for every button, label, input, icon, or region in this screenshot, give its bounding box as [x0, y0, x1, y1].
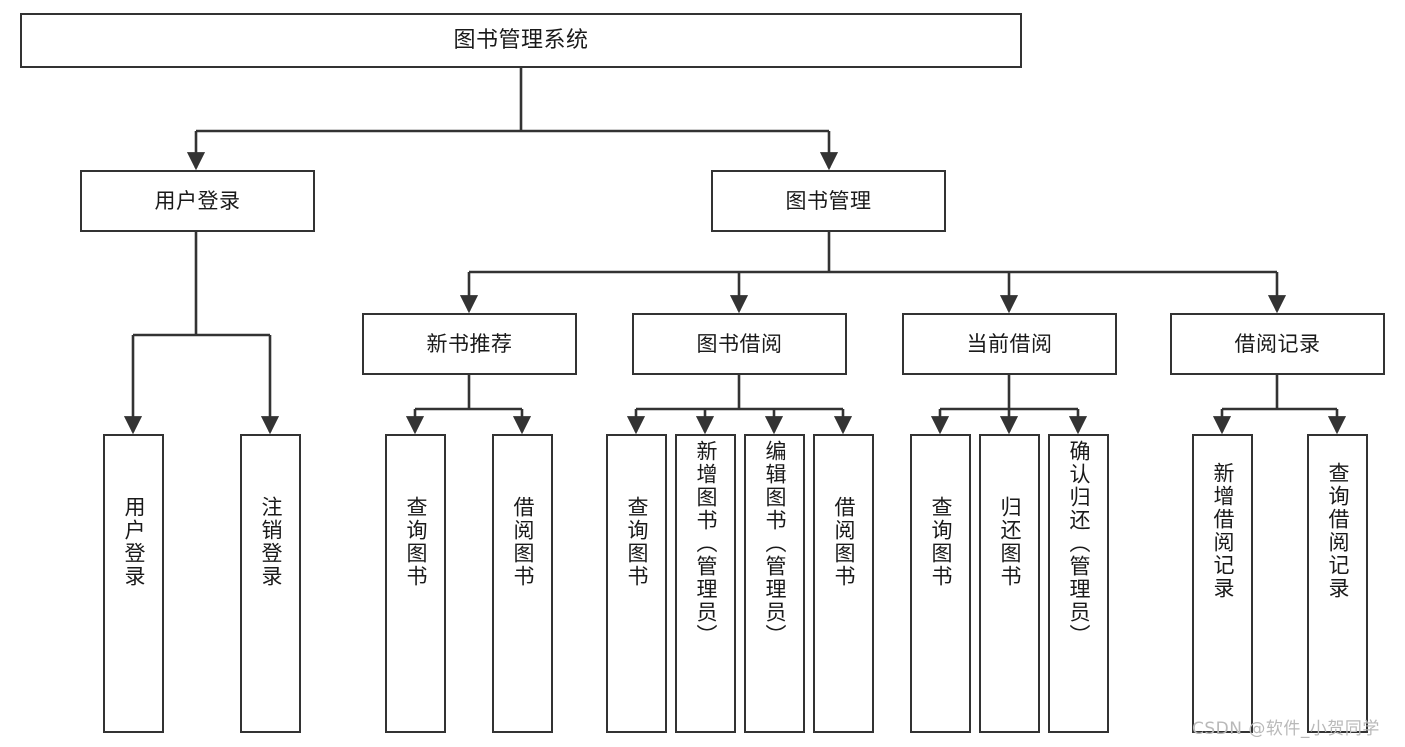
- node-leaf-borrow-book-2-label: 借阅图书: [831, 496, 856, 588]
- node-leaf-confirm-return[interactable]: 确认归还（管理员）: [1048, 434, 1109, 733]
- node-book-manage-label: 图书管理: [785, 188, 872, 213]
- node-book-borrow[interactable]: 图书借阅: [632, 313, 847, 375]
- node-leaf-borrow-book-1[interactable]: 借阅图书: [492, 434, 553, 733]
- node-leaf-query-book-3-label: 查询图书: [928, 496, 953, 588]
- node-leaf-add-book-label: 新增图书（管理员）: [693, 440, 718, 647]
- node-new-book-rec-label: 新书推荐: [426, 331, 513, 356]
- node-leaf-borrow-book-2[interactable]: 借阅图书: [813, 434, 874, 733]
- watermark-text: CSDN @软件_小贺同学: [1192, 719, 1380, 739]
- node-leaf-return-book-label: 归还图书: [997, 496, 1022, 588]
- node-leaf-query-record[interactable]: 查询借阅记录: [1307, 434, 1368, 733]
- node-borrow-record[interactable]: 借阅记录: [1170, 313, 1385, 375]
- node-leaf-logout-label: 注销登录: [258, 496, 283, 588]
- node-leaf-user-login[interactable]: 用户登录: [103, 434, 164, 733]
- node-current-borrow[interactable]: 当前借阅: [902, 313, 1117, 375]
- node-root-label: 图书管理系统: [453, 27, 589, 53]
- node-leaf-add-book[interactable]: 新增图书（管理员）: [675, 434, 736, 733]
- node-leaf-edit-book[interactable]: 编辑图书（管理员）: [744, 434, 805, 733]
- node-leaf-edit-book-label: 编辑图书（管理员）: [762, 440, 787, 647]
- node-leaf-add-record-label: 新增借阅记录: [1210, 462, 1235, 600]
- node-leaf-borrow-book-1-label: 借阅图书: [510, 496, 535, 588]
- node-leaf-query-book-3[interactable]: 查询图书: [910, 434, 971, 733]
- node-leaf-query-book-2[interactable]: 查询图书: [606, 434, 667, 733]
- node-user-login[interactable]: 用户登录: [80, 170, 315, 232]
- node-leaf-user-login-label: 用户登录: [121, 496, 146, 588]
- node-leaf-return-book[interactable]: 归还图书: [979, 434, 1040, 733]
- node-book-borrow-label: 图书借阅: [696, 331, 783, 356]
- node-leaf-query-book-2-label: 查询图书: [624, 496, 649, 588]
- node-root[interactable]: 图书管理系统: [20, 13, 1022, 68]
- node-leaf-query-book-1[interactable]: 查询图书: [385, 434, 446, 733]
- node-book-manage[interactable]: 图书管理: [711, 170, 946, 232]
- node-leaf-query-book-1-label: 查询图书: [403, 496, 428, 588]
- node-leaf-add-record[interactable]: 新增借阅记录: [1192, 434, 1253, 733]
- node-new-book-rec[interactable]: 新书推荐: [362, 313, 577, 375]
- node-leaf-confirm-return-label: 确认归还（管理员）: [1066, 440, 1091, 647]
- node-borrow-record-label: 借阅记录: [1234, 331, 1321, 356]
- node-leaf-query-record-label: 查询借阅记录: [1325, 462, 1350, 600]
- node-user-login-label: 用户登录: [154, 188, 241, 213]
- node-leaf-logout[interactable]: 注销登录: [240, 434, 301, 733]
- node-current-borrow-label: 当前借阅: [966, 331, 1053, 356]
